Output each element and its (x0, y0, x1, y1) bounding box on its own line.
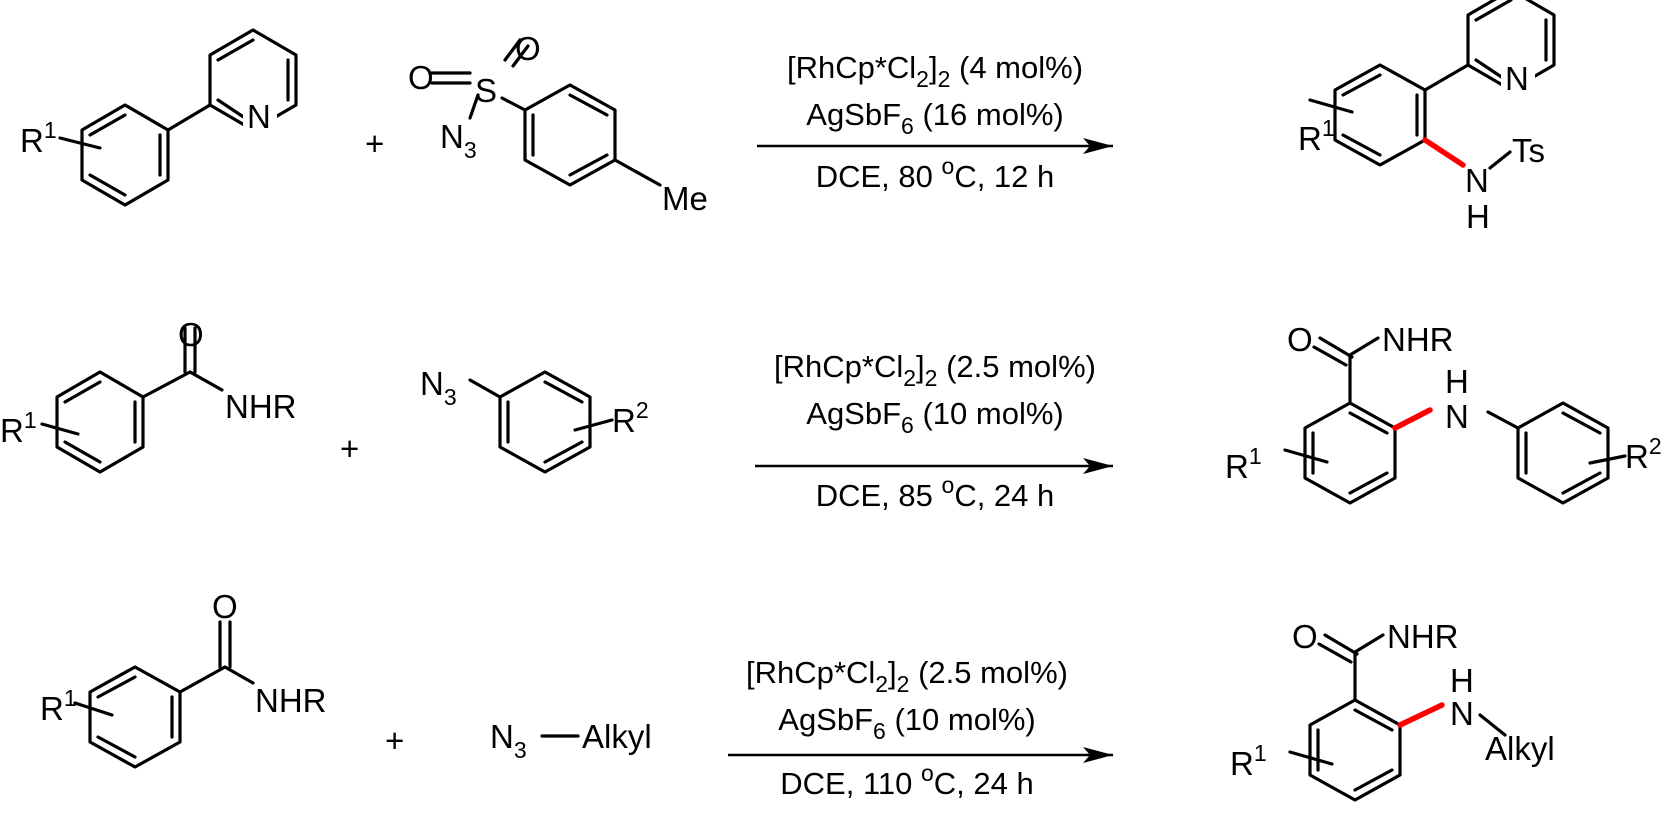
amide-nhr-label: NHR (1382, 321, 1454, 358)
solvent-temp-time-label: DCE, 110 oC, 24 h (780, 760, 1033, 801)
amine-n-label: N (1450, 695, 1474, 732)
reaction-3-product: O NHR H N Alkyl R1 (1230, 618, 1555, 802)
alkyl-group: Alkyl (582, 718, 652, 755)
reaction-1-product: N R1 N H Ts (1298, 0, 1556, 235)
amide-nhr-label: NHR (225, 388, 297, 425)
azide-group: N3 (420, 365, 457, 410)
catalyst-label: [RhCp*Cl2]2 (4 mol%) (787, 50, 1083, 92)
r2-substituent: R2 (1625, 433, 1662, 475)
reaction-2-reagent: N3 R2 (420, 365, 649, 474)
pyridine-n-label: N (247, 98, 271, 135)
reaction-3: O NHR R1 + N3 Alkyl [RhCp*Cl2]2 (2.5 mol… (40, 588, 1555, 802)
sulfonyl-oxygen-1: O (408, 59, 434, 96)
r1-substituent: R1 (40, 685, 77, 727)
sulfonyl-oxygen-2: O (515, 30, 541, 67)
additive-label: AgSbF6 (16 mol%) (806, 97, 1063, 139)
new-c-n-bond (1392, 407, 1433, 431)
reaction-1: N R1 + O O S N3 Me [RhCp*Cl2]2 (4 mol%) … (20, 0, 1556, 235)
reaction-2-product: O NHR H N R1 R2 (1225, 321, 1662, 505)
reaction-3-reagent: N3 Alkyl (490, 718, 652, 763)
reaction-1-conditions: [RhCp*Cl2]2 (4 mol%) AgSbF6 (16 mol%) DC… (757, 50, 1113, 194)
plus-sign: + (365, 125, 384, 162)
reaction-1-substrate: N R1 (20, 28, 298, 207)
reaction-3-conditions: [RhCp*Cl2]2 (2.5 mol%) AgSbF6 (10 mol%) … (728, 655, 1113, 801)
additive-label: AgSbF6 (10 mol%) (778, 702, 1035, 744)
methyl-group: Me (662, 180, 708, 217)
amine-h-label: H (1445, 363, 1469, 400)
reaction-1-reagent: O O S N3 Me (408, 30, 708, 217)
plus-sign: + (385, 722, 404, 759)
reaction-3-substrate: O NHR R1 (40, 588, 327, 769)
solvent-temp-time-label: DCE, 80 oC, 12 h (816, 153, 1055, 194)
amide-nhr-label: NHR (1387, 618, 1459, 655)
reaction-2: O NHR R1 + N3 R2 [RhCp*Cl2]2 (2.5 mol%) … (0, 316, 1662, 513)
tosyl-label: Ts (1512, 132, 1545, 169)
reaction-2-substrate: O NHR R1 (0, 316, 297, 474)
reaction-2-conditions: [RhCp*Cl2]2 (2.5 mol%) AgSbF6 (10 mol%) … (755, 349, 1113, 513)
azide-group: N3 (440, 118, 477, 163)
r1-substituent: R1 (1298, 115, 1335, 157)
catalyst-label: [RhCp*Cl2]2 (2.5 mol%) (774, 349, 1096, 391)
r1-substituent: R1 (20, 117, 57, 159)
azide-group: N3 (490, 718, 527, 763)
new-c-n-bond (1397, 702, 1445, 728)
catalyst-label: [RhCp*Cl2]2 (2.5 mol%) (746, 655, 1068, 697)
carbonyl-oxygen: O (1287, 321, 1313, 358)
solvent-temp-time-label: DCE, 85 oC, 24 h (816, 472, 1055, 513)
amide-nhr-label: NHR (255, 682, 327, 719)
amine-h-label: H (1450, 662, 1474, 699)
sulfur-atom: S (475, 72, 497, 109)
additive-label: AgSbF6 (10 mol%) (806, 396, 1063, 438)
amine-n-label: N (1445, 398, 1469, 435)
new-c-n-bond (1422, 137, 1466, 168)
pyridine-n-label: N (1505, 60, 1529, 97)
plus-sign: + (340, 430, 359, 467)
amine-n-label: N (1465, 162, 1489, 199)
carbonyl-oxygen: O (1292, 618, 1318, 655)
alkyl-group: Alkyl (1485, 730, 1555, 767)
carbonyl-oxygen: O (178, 316, 204, 353)
r2-substituent: R2 (612, 397, 649, 439)
carbonyl-oxygen: O (212, 588, 238, 625)
r1-substituent: R1 (1225, 443, 1262, 485)
r1-substituent: R1 (1230, 740, 1267, 782)
r1-substituent: R1 (0, 407, 37, 449)
amine-h-label: H (1466, 198, 1490, 235)
